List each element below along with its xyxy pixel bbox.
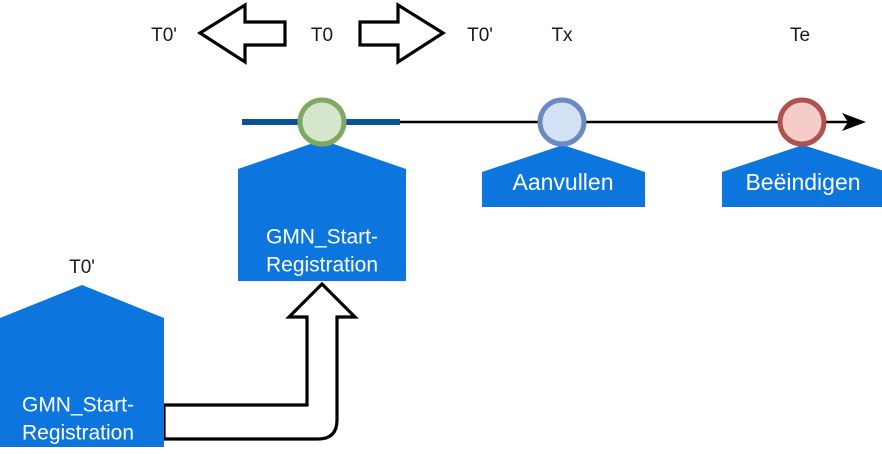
node-shape xyxy=(0,285,164,447)
node-label: Beëindigen xyxy=(745,169,860,195)
node-label: Aanvullen xyxy=(512,169,613,195)
node-label-line-2: Registration xyxy=(266,254,378,277)
shift-left-arrow xyxy=(197,2,287,65)
node-shape xyxy=(238,140,406,281)
prior-to-main-connector-arrow xyxy=(162,281,359,441)
shift-right-arrow xyxy=(358,2,446,65)
marker-end-circle[interactable] xyxy=(777,97,827,147)
node-shape xyxy=(482,145,645,207)
node-beeindigen[interactable]: Beëindigen xyxy=(722,145,882,207)
node-gmn-start-registration-prior[interactable]: GMN_Start- Registration xyxy=(0,285,164,447)
tick-label-te: Te xyxy=(790,25,810,46)
node-shape xyxy=(722,145,882,207)
node-gmn-start-registration-main[interactable]: GMN_Start- Registration xyxy=(238,140,406,281)
tick-label-t0-prime-bottom: T0' xyxy=(69,257,95,278)
tick-label-t0-prime-right: T0' xyxy=(467,25,493,46)
tick-label-tx: Tx xyxy=(551,25,573,46)
tick-label-t0-prime-left: T0' xyxy=(151,25,177,46)
marker-start-circle[interactable] xyxy=(297,97,347,147)
marker-middle-circle[interactable] xyxy=(537,97,587,147)
node-label-line-2: Registration xyxy=(22,422,134,445)
node-aanvullen[interactable]: Aanvullen xyxy=(482,145,645,207)
node-label-line-1: GMN_Start- xyxy=(22,394,134,417)
timeline-arrowhead xyxy=(842,113,866,131)
node-label-line-1: GMN_Start- xyxy=(266,226,378,249)
tick-label-t0: T0 xyxy=(311,25,333,46)
